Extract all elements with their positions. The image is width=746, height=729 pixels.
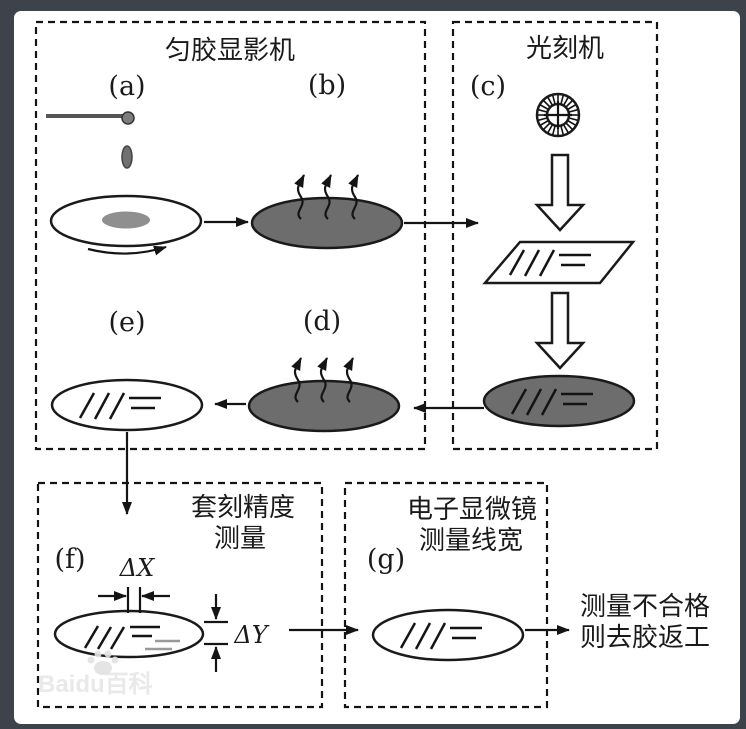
spin-rotation-arrow-icon (87, 245, 167, 256)
exposure-down-arrow-icon (534, 153, 586, 232)
photomask-icon (482, 240, 636, 285)
coater-panel-border (34, 20, 427, 451)
light-source-spokes (537, 94, 579, 136)
coated-wafer-icon (250, 196, 404, 250)
litho-panel-title: 光刻机 (526, 34, 604, 64)
coater-panel-title: 匀胶显影机 (165, 36, 295, 66)
steam-arrow-icon (343, 357, 354, 403)
watermark-text: Baidu百科 (38, 671, 153, 698)
overlay-measurement-icon: ΔX ΔY (53, 554, 270, 672)
step-label-e: (e) (108, 307, 145, 338)
litho-panel-border (451, 20, 659, 451)
overlay-wafer-pattern (83, 625, 160, 650)
exposed-wafer-body (482, 374, 636, 428)
overlay-panel-title-line1: 套刻精度 (191, 493, 295, 523)
step-label-d: (d) (303, 306, 341, 337)
delta-x-label: ΔX (119, 554, 155, 582)
developed-wafer-icon (50, 378, 204, 432)
step-label-a: (a) (108, 71, 145, 102)
soft-bake-icon (250, 174, 404, 250)
post-exposure-bake-icon (247, 357, 401, 433)
light-source-outer-ring (535, 92, 581, 138)
sem-panel-border (343, 481, 549, 709)
step-label-c: (c) (470, 71, 506, 102)
light-source-icon (535, 92, 581, 138)
overlay-wafer-body (53, 609, 205, 659)
sem-panel-title-line1: 电子显微镜 (407, 495, 537, 525)
sem-wafer-body (371, 608, 525, 662)
delta-y-label: ΔY (233, 621, 269, 649)
dispenser-nozzle-icon (121, 111, 135, 125)
delta-x-callout: ΔX (98, 554, 170, 613)
exposed-wafer-icon (482, 374, 636, 428)
outcome-text-line1: 测量不合格 (580, 592, 710, 622)
baidu-watermark: Baidu百科 (38, 650, 153, 698)
step-label-f: (f) (54, 544, 85, 575)
resist-puddle-icon (102, 211, 150, 229)
overlay-panel-title-line2: 测量 (214, 524, 266, 554)
paw-icon (87, 650, 119, 675)
steam-arrow-icon (291, 357, 302, 403)
overlay-offset-lines (145, 639, 180, 651)
steam-arrow-icon (348, 174, 359, 220)
transfer-down-arrow-icon (534, 291, 586, 370)
spin-coat-icon (46, 111, 203, 256)
outcome-text-line2: 则去胶返工 (580, 623, 710, 653)
resist-drop-icon (121, 145, 133, 169)
sem-wafer-icon (371, 608, 525, 662)
steam-arrow-icon (317, 357, 328, 403)
steam-arrow-icon (321, 174, 332, 220)
step-label-b: (b) (308, 70, 346, 101)
developed-wafer-body (50, 378, 204, 432)
steam-arrow-icon (294, 174, 305, 220)
step-label-g: (g) (367, 544, 405, 575)
overlay-panel-border (36, 481, 324, 709)
delta-y-callout: ΔY (204, 594, 270, 672)
sem-panel-title-line2: 测量线宽 (419, 526, 523, 556)
